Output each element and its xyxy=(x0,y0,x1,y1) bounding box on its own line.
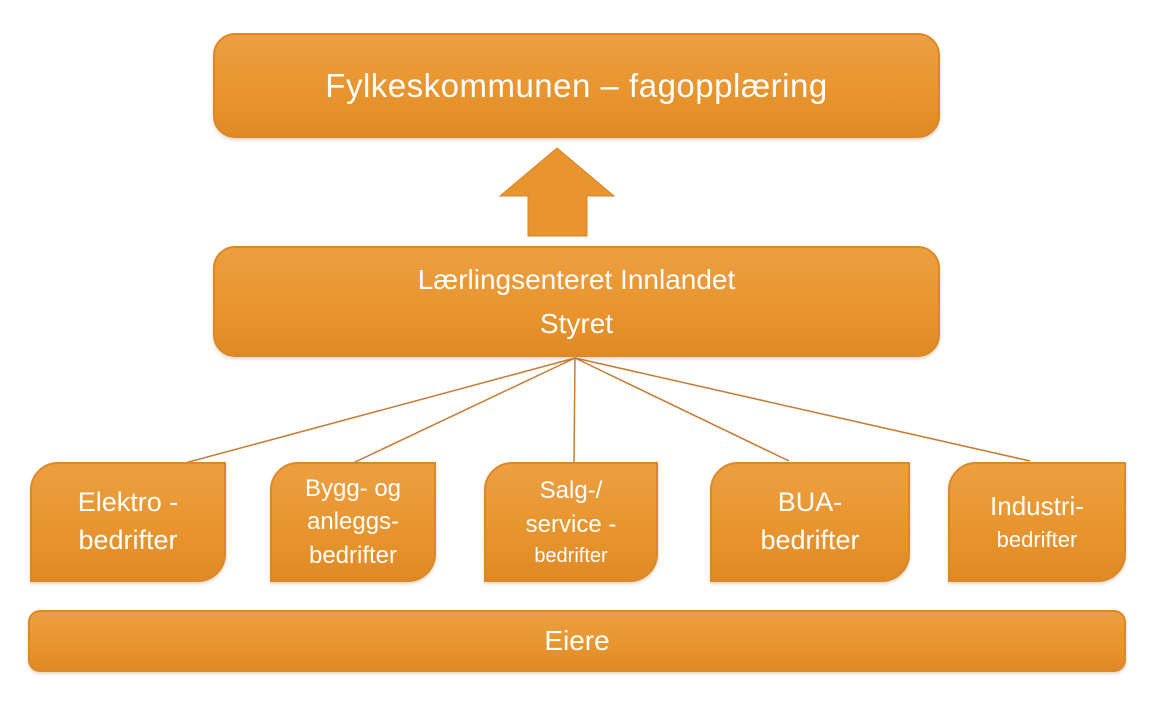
styret-line2: Styret xyxy=(539,307,614,339)
eiere-box: Eiere xyxy=(28,610,1126,672)
connector-line-bua xyxy=(574,357,790,462)
industri-box: Industri- bedrifter xyxy=(948,462,1126,582)
salg-service-box: Salg-/ service - bedrifter xyxy=(484,462,658,582)
salg-line1: Salg-/ xyxy=(539,477,603,505)
industri-line2: bedrifter xyxy=(996,526,1078,552)
bua-box: BUA- bedrifter xyxy=(710,462,910,582)
elektro-box: Elektro - bedrifter xyxy=(30,462,226,582)
bygg-line1: Bygg- og xyxy=(304,474,402,502)
connector-line-elektro xyxy=(184,357,576,464)
connector-line-industri xyxy=(574,357,1031,462)
fylkeskommunen-box: Fylkeskommunen – fagopplæring xyxy=(213,33,940,138)
fylkeskommunen-label: Fylkeskommunen – fagopplæring xyxy=(325,66,828,104)
bua-line1: BUA- xyxy=(777,487,843,518)
bygg-line2: anleggs- xyxy=(306,508,400,536)
salg-line2: service - xyxy=(525,511,617,538)
eiere-label: Eiere xyxy=(544,625,610,656)
salg-line3: bedrifter xyxy=(534,544,608,567)
connector-line-salg xyxy=(573,357,576,464)
bygg-line3: bedrifter xyxy=(308,541,398,569)
styret-line1: Lærlingsenteret Innlandet xyxy=(417,264,736,296)
up-arrow-icon xyxy=(498,147,616,237)
connector-line-bygg xyxy=(352,357,576,464)
elektro-line2: bedrifter xyxy=(78,525,178,555)
styret-box: Lærlingsenteret Innlandet Styret xyxy=(213,246,940,357)
bygg-anlegg-box: Bygg- og anleggs- bedrifter xyxy=(270,462,436,582)
elektro-line1: Elektro - xyxy=(77,487,179,518)
industri-line1: Industri- xyxy=(990,491,1084,522)
bua-line2: bedrifter xyxy=(760,525,860,555)
